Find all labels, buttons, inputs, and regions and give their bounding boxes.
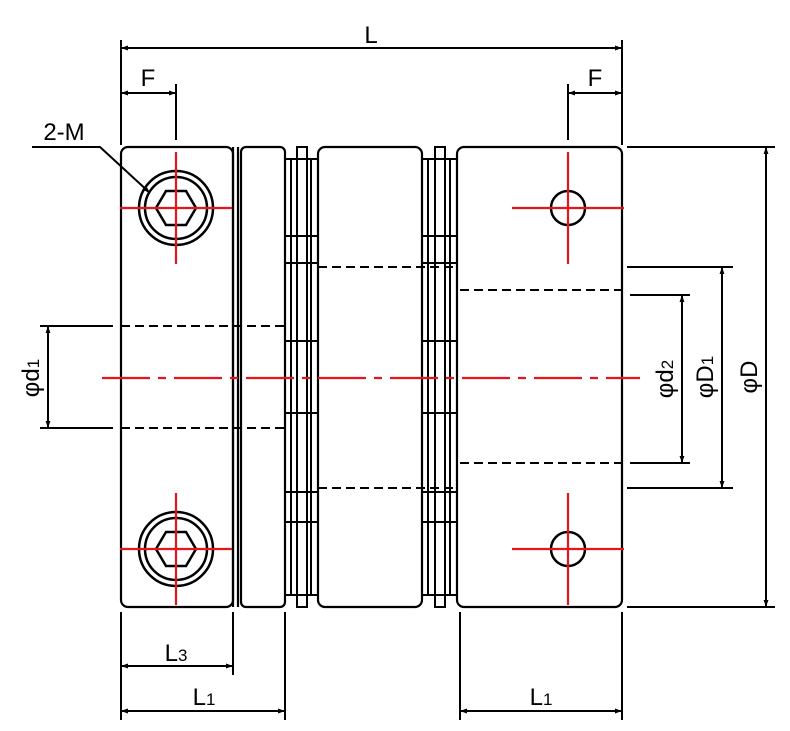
leader-2M xyxy=(32,146,151,194)
label-D: φD xyxy=(736,361,763,394)
label-F-right: F xyxy=(588,65,603,92)
label-L: L xyxy=(364,22,377,49)
label-D1: φD1 xyxy=(692,356,719,398)
label-L1-left: L1 xyxy=(193,684,216,711)
label-2-M: 2-M xyxy=(43,119,84,146)
label-L1-right: L1 xyxy=(530,684,553,711)
center-lines xyxy=(102,152,640,605)
hidden-bore-lines xyxy=(121,266,622,489)
left-disc-pack xyxy=(284,146,319,608)
label-L3: L3 xyxy=(165,640,188,667)
dimension-lines xyxy=(32,40,775,720)
label-F-left: F xyxy=(141,65,156,92)
label-d1: φd1 xyxy=(18,359,45,397)
label-d2: φd2 xyxy=(652,360,679,398)
